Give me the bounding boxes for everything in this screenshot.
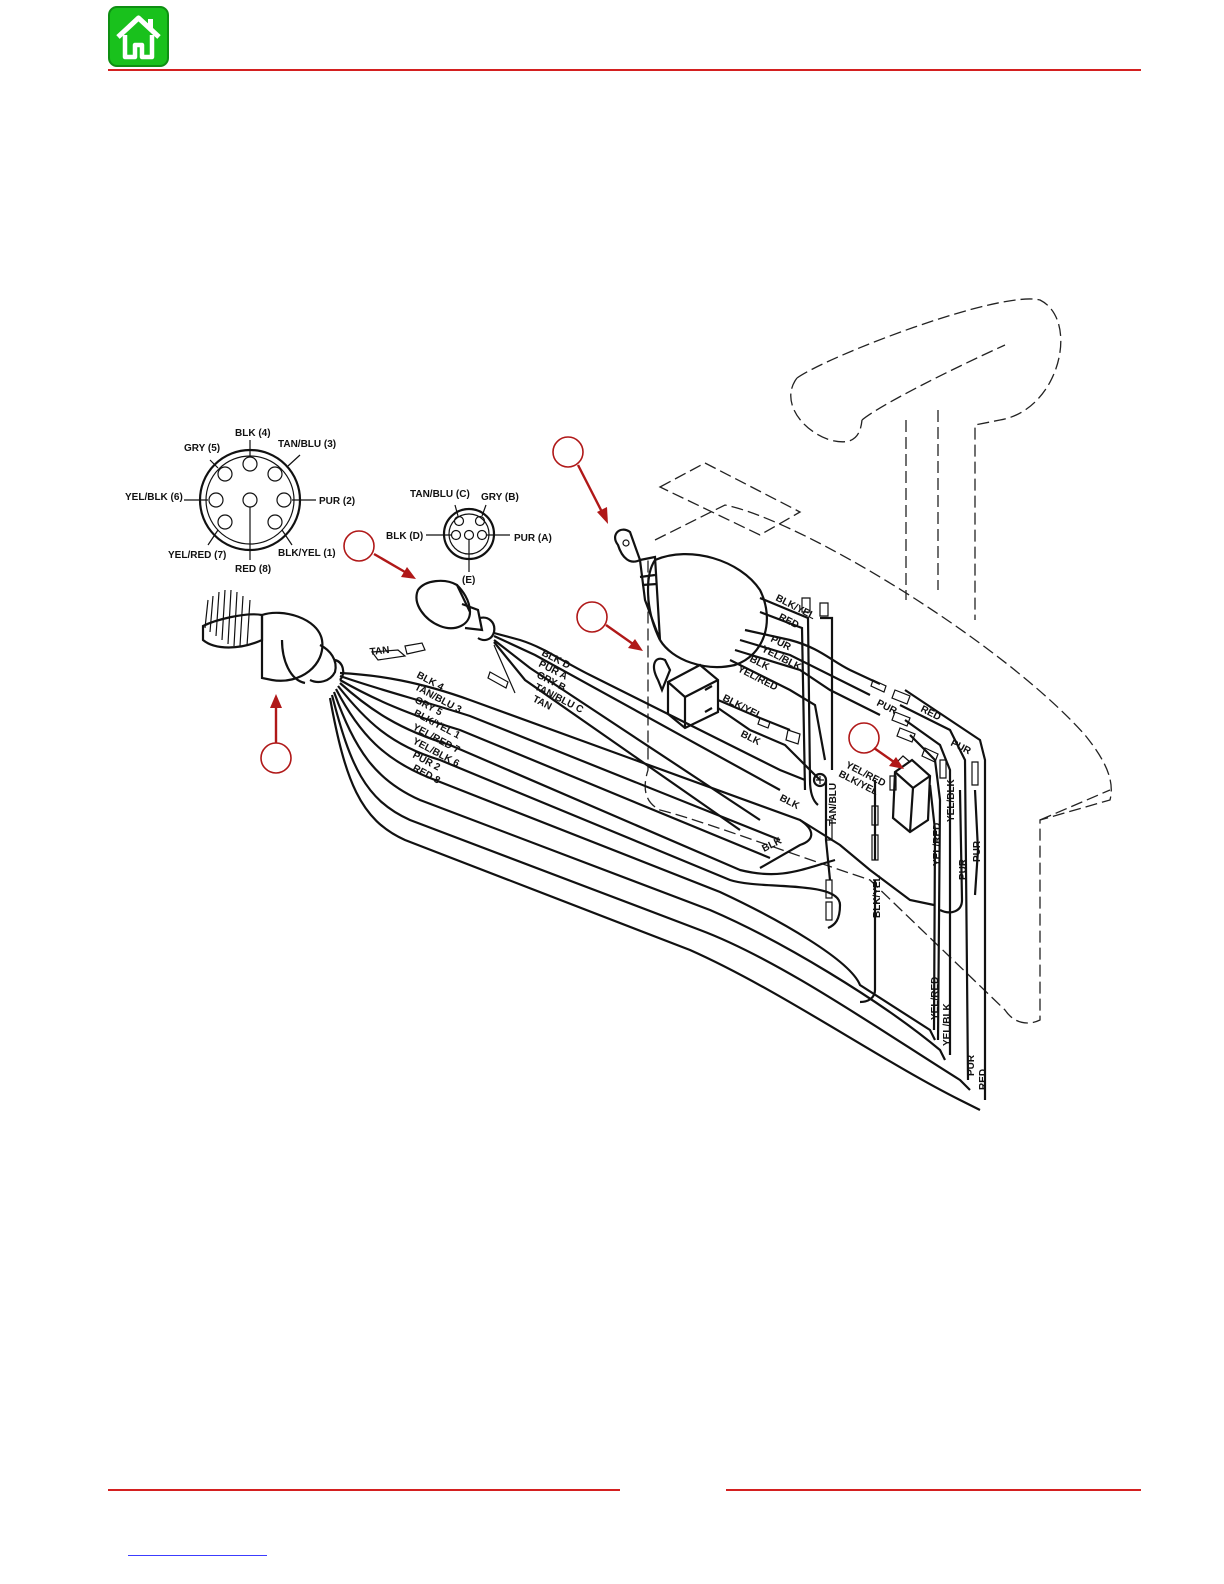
pin-label-yelred7: YEL/RED (7) <box>168 550 226 561</box>
footer-rule-left <box>108 1489 620 1491</box>
label-ground-blk-lower: BLK <box>760 835 784 854</box>
label-vert-blkyel: BLK/YEL <box>872 875 883 918</box>
label-tan-lead: TAN <box>369 645 390 658</box>
callout-4 <box>848 722 904 769</box>
label-lanyard-blk: BLK <box>739 729 763 748</box>
footer-rule-right <box>726 1489 1141 1491</box>
footer-link-underline[interactable] <box>128 1555 267 1556</box>
wires-8pin <box>328 671 981 1111</box>
connector-5pin-face <box>426 504 510 572</box>
pin-label-e: (E) <box>462 575 475 586</box>
label-lanyard-blkyel: BLK/YEL <box>721 693 764 722</box>
connector-8pin-face <box>184 440 316 560</box>
pin-label-pura: PUR (A) <box>514 533 552 544</box>
lanyard-stop-switch <box>652 657 720 730</box>
callout-2 <box>343 530 416 579</box>
callout-5 <box>260 694 292 774</box>
label-vert-yelblk-upper: YEL/BLK <box>946 778 957 822</box>
neutral-safety-switch <box>891 755 932 834</box>
wires-5pin <box>493 631 806 831</box>
header-rule <box>108 69 1141 71</box>
pin-label-tanblu3: TAN/BLU (3) <box>278 439 336 450</box>
label-key-red: RED <box>777 612 801 631</box>
callout-3 <box>576 601 643 651</box>
bullet-connectors <box>370 597 979 921</box>
pin-label-blkd: BLK (D) <box>386 531 423 542</box>
harness-plug-8pin <box>201 589 345 685</box>
pin-label-yelblk6: YEL/BLK (6) <box>125 492 183 503</box>
control-box-outline <box>644 298 1112 1024</box>
pin-label-gry5: GRY (5) <box>184 443 220 454</box>
ignition-key-switch <box>614 528 768 669</box>
label-vert-pur-left: PUR <box>958 858 969 880</box>
label-vert-red: RED <box>978 1069 989 1090</box>
harness-plug-5pin <box>415 579 496 642</box>
label-vert-yelred-lower: YEL/RED <box>930 977 941 1020</box>
home-button[interactable] <box>108 6 169 67</box>
callout-1 <box>552 436 608 524</box>
control-wiring <box>717 596 987 1100</box>
pin-label-blkyel1: BLK/YEL (1) <box>278 548 336 559</box>
label-vert-yelred-upper: YEL/RED <box>932 823 943 866</box>
pin-label-gryb: GRY (B) <box>481 492 519 503</box>
label-pin-pur-lower: PUR <box>949 738 973 758</box>
label-vert-pur-right: PUR <box>972 840 983 862</box>
label-vert-pur-lower: PUR <box>966 1054 977 1076</box>
label-vert-tanblu: TAN/BLU <box>828 783 839 826</box>
pin-label-pur2: PUR (2) <box>319 496 355 507</box>
pin-label-red8: RED (8) <box>235 564 271 575</box>
label-ground-blk-upper: BLK <box>778 793 802 812</box>
pin-label-blk4: BLK (4) <box>235 428 271 439</box>
pin-label-tanbluc: TAN/BLU (C) <box>410 489 470 500</box>
home-icon <box>116 15 161 60</box>
label-vert-yelblk-lower: YEL/BLK <box>942 1002 953 1046</box>
